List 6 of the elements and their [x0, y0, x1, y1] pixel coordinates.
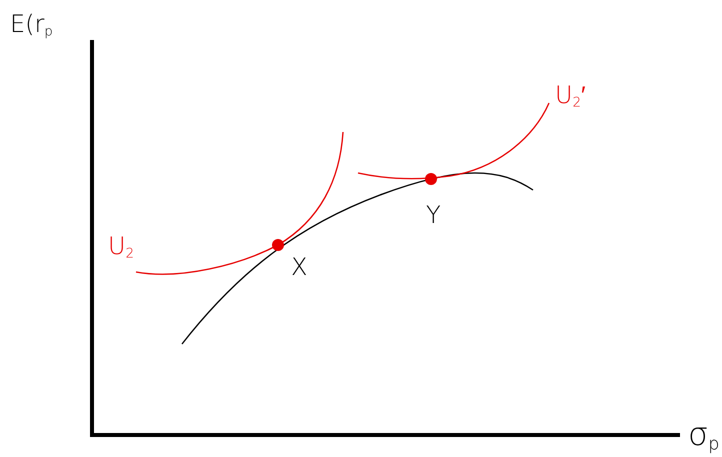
point-label: X	[291, 255, 308, 279]
curve-label: U$_{2}$′	[555, 83, 586, 110]
axis-label: σ$_{p}$	[688, 418, 720, 454]
curve-label: U$_{2}$	[108, 234, 134, 260]
point-label: Y	[426, 203, 441, 227]
axis-label: E(r$_{p}$	[10, 12, 53, 38]
